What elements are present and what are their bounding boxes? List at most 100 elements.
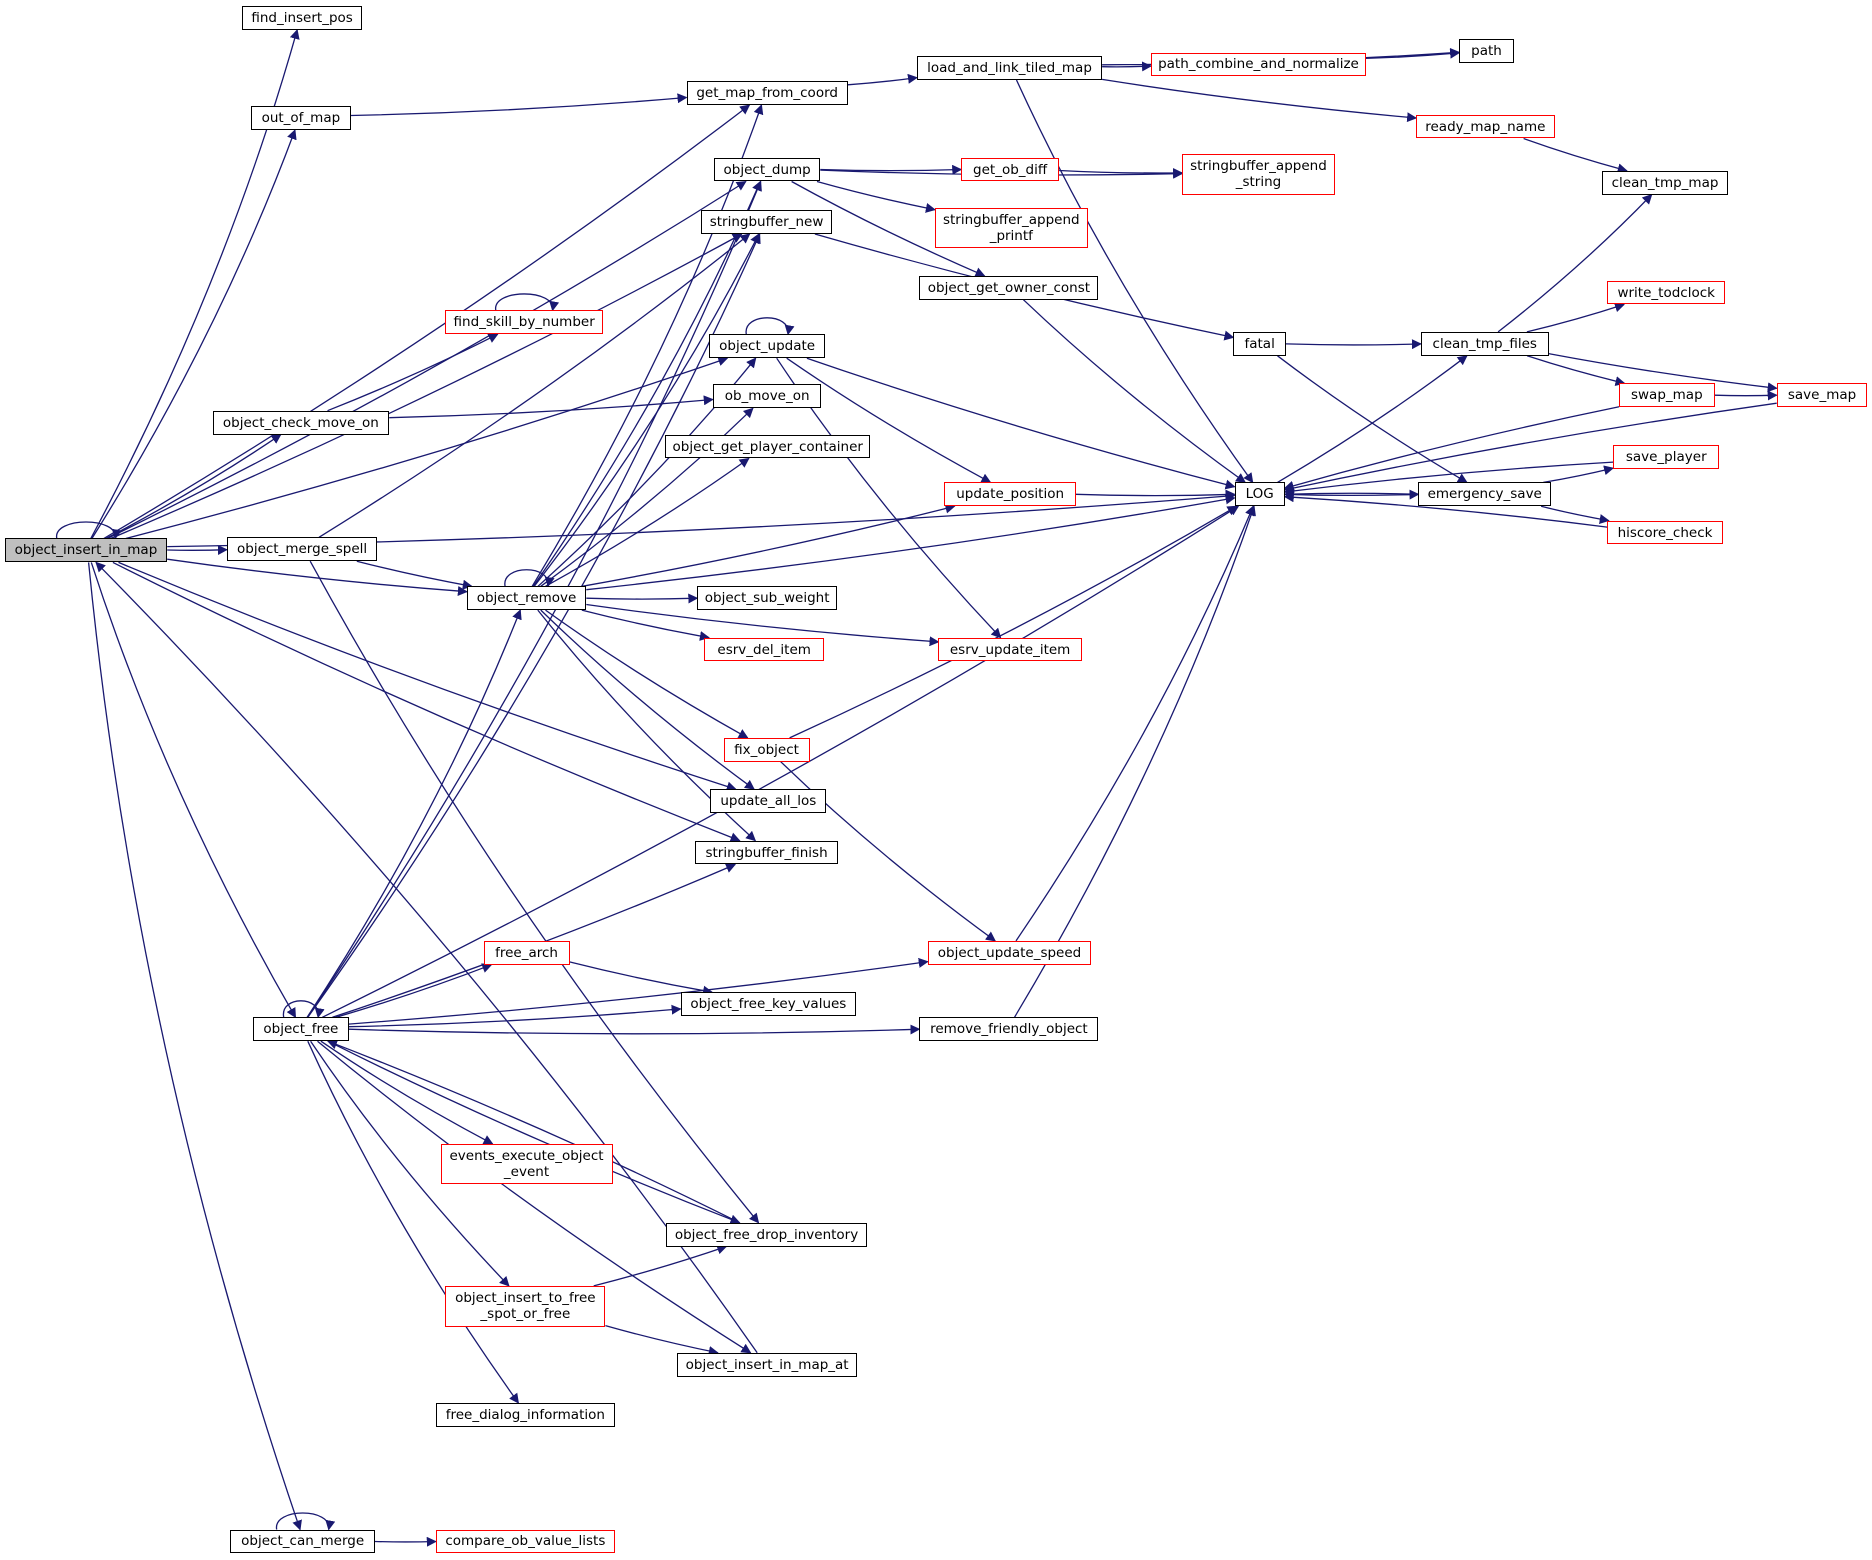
node-object-dump[interactable]: object_dump (714, 157, 821, 182)
edge-object_update-to-LOG (806, 357, 1236, 490)
node-events-execute-object-event[interactable]: events_execute_object _event (440, 1143, 613, 1185)
node-get-map-from-coord[interactable]: get_map_from_coord (686, 81, 848, 106)
node-emergency-save[interactable]: emergency_save (1418, 482, 1551, 507)
node-path-combine-and-normalize[interactable]: path_combine_and_normalize (1151, 52, 1366, 77)
node-free-arch[interactable]: free_arch (483, 940, 570, 965)
node-object-free-key-values[interactable]: object_free_key_values (680, 992, 857, 1017)
node-swap-map[interactable]: swap_map (1619, 383, 1715, 408)
node-save-map[interactable]: save_map (1776, 383, 1868, 408)
node-find-insert-pos[interactable]: find_insert_pos (242, 5, 362, 30)
node-ob-move-on[interactable]: ob_move_on (712, 384, 822, 409)
node-object-free-drop-inventory[interactable]: object_free_drop_inventory (666, 1222, 867, 1247)
node-ready-map-name[interactable]: ready_map_name (1416, 114, 1555, 139)
node-remove-friendly-object[interactable]: remove_friendly_object (919, 1017, 1099, 1042)
edge-object_insert_in_map-to-object_merge_spell (167, 545, 228, 556)
edge-out_of_map-to-get_map_from_coord (350, 93, 688, 117)
edge-object_free-to-free_dialog_information (307, 1040, 519, 1404)
node-object-get-player-container[interactable]: object_get_player_container (665, 434, 871, 459)
node-object-update-speed[interactable]: object_update_speed (927, 940, 1092, 965)
edge-fix_object-to-LOG (789, 505, 1238, 739)
edge-emergency_save-to-save_player (1543, 465, 1615, 484)
edge-object_insert_in_map-to-object_dump (107, 180, 747, 540)
node-clean-tmp-files[interactable]: clean_tmp_files (1420, 331, 1549, 356)
node-object-get-owner-const[interactable]: object_get_owner_const (919, 275, 1099, 300)
node-esrv-update-item[interactable]: esrv_update_item (938, 637, 1082, 662)
edge-object_free-to-remove_friendly_object (348, 1024, 921, 1035)
edge-object_remove-to-esrv_del_item (581, 609, 710, 641)
node-object-remove[interactable]: object_remove (466, 586, 587, 611)
edge-object_merge_spell-to-object_free_drop_inventory (309, 560, 760, 1224)
node-write-todclock[interactable]: write_todclock (1607, 280, 1726, 305)
edge-object_remove-to-fix_object (545, 609, 749, 739)
edge-object_insert_in_map-to-object_insert_in_map (56, 521, 122, 540)
edge-object_free-to-object_free_drop_inventory (327, 1040, 741, 1225)
node-get-ob-diff[interactable]: get_ob_diff (961, 157, 1060, 182)
edge-object_remove-to-ob_move_on (540, 407, 754, 587)
edge-object_insert_in_map-to-find_insert_pos (90, 28, 300, 539)
node-find-skill-by-number[interactable]: find_skill_by_number (445, 310, 603, 335)
node-object-update[interactable]: object_update (709, 334, 826, 359)
node-fix-object[interactable]: fix_object (723, 737, 810, 762)
edge-object_remove-to-object_remove (504, 569, 555, 588)
edge-object_update-to-update_position (786, 357, 992, 483)
node-esrv-del-item[interactable]: esrv_del_item (704, 637, 824, 662)
edge-load_and_link_tiled_map-to-ready_map_name (1101, 78, 1418, 123)
node-object-sub-weight[interactable]: object_sub_weight (697, 586, 837, 611)
edge-object_insert_in_map-to-object_check_move_on (105, 434, 282, 540)
node-object-insert-to-free-spot-or-free[interactable]: object_insert_to_free _spot_or_free (445, 1285, 606, 1327)
edge-load_and_link_tiled_map-to-path_combine_and_normalize (1102, 61, 1152, 72)
node-object-can-merge[interactable]: object_can_merge (230, 1529, 375, 1554)
edge-LOG-to-emergency_save (1284, 489, 1420, 500)
edge-object_update-to-object_update (745, 317, 795, 336)
edge-object_free-to-object_remove (306, 609, 522, 1018)
edge-find_skill_by_number-to-find_skill_by_number (495, 293, 560, 312)
edge-swap_map-to-save_map (1714, 390, 1778, 401)
edge-object_free-to-events_execute_object_event (320, 1040, 494, 1145)
edge-object_insert_in_map-to-object_update (125, 356, 729, 540)
edge-save_player-to-LOG (1283, 461, 1614, 496)
edge-object_free-to-object_update_speed (348, 957, 929, 1025)
edge-object_free-to-object_insert_to_free_spot_or_free (310, 1040, 510, 1287)
node-save-player[interactable]: save_player (1613, 445, 1720, 470)
node-stringbuffer-new[interactable]: stringbuffer_new (700, 210, 833, 235)
edge-object_insert_in_map_at-to-object_insert_in_map (95, 561, 758, 1354)
node-compare-ob-value-lists[interactable]: compare_ob_value_lists (435, 1529, 615, 1554)
node-stringbuffer-append-printf[interactable]: stringbuffer_append _printf (934, 207, 1088, 249)
edge-object_check_move_on-to-ob_move_on (389, 395, 714, 419)
edge-fix_object-to-object_update_speed (780, 761, 997, 942)
edge-object_free-to-LOG (322, 505, 1240, 1018)
edge-object_remove-to-esrv_update_item (586, 603, 940, 647)
node-free-dialog-information[interactable]: free_dialog_information (435, 1402, 615, 1427)
edge-object_remove-to-LOG (586, 494, 1236, 591)
edge-object_insert_in_map-to-object_can_merge (87, 562, 302, 1531)
edge-clean_tmp_files-to-write_todclock (1526, 302, 1625, 333)
node-clean-tmp-map[interactable]: clean_tmp_map (1602, 170, 1728, 195)
node-hiscore-check[interactable]: hiscore_check (1607, 520, 1723, 545)
node-object-check-move-on[interactable]: object_check_move_on (212, 410, 390, 435)
node-out-of-map[interactable]: out_of_map (250, 106, 352, 131)
node-fatal[interactable]: fatal (1233, 331, 1286, 356)
edge-object_free-to-object_free_key_values (348, 1004, 682, 1028)
edge-object_free-to-object_insert_in_map_at (317, 1040, 752, 1354)
edge-object_free_drop_inventory-to-object_free (327, 1039, 740, 1224)
node-object-free[interactable]: object_free (253, 1017, 349, 1042)
edge-path_combine_and_normalize-to-path (1365, 48, 1461, 59)
node-object-merge-spell[interactable]: object_merge_spell (226, 537, 378, 562)
node-update-all-los[interactable]: update_all_los (710, 789, 827, 814)
edge-object_insert_to_free_spot_or_free-to-object_free_drop_inventory (593, 1244, 728, 1287)
edge-object_can_merge-to-object_can_merge (276, 1512, 336, 1531)
node-object-insert-in-map-at[interactable]: object_insert_in_map_at (676, 1352, 858, 1377)
node-LOG[interactable]: LOG (1234, 482, 1285, 507)
node-load-and-link-tiled-map[interactable]: load_and_link_tiled_map (916, 56, 1103, 80)
edge-fatal-to-clean_tmp_files (1285, 339, 1422, 350)
node-stringbuffer-append-string[interactable]: stringbuffer_append _string (1182, 154, 1335, 195)
node-path[interactable]: path (1459, 39, 1514, 64)
edge-ready_map_name-to-clean_tmp_map (1523, 137, 1628, 174)
edge-object_insert_in_map-to-update_all_los (118, 561, 737, 792)
node-stringbuffer-finish[interactable]: stringbuffer_finish (694, 840, 839, 865)
edge-load_and_link_tiled_map-to-LOG (1015, 79, 1254, 484)
edge-clean_tmp_files-to-clean_tmp_map (1497, 193, 1653, 333)
node-update-position[interactable]: update_position (944, 482, 1076, 507)
edge-emergency_save-to-hiscore_check (1540, 505, 1610, 524)
node-object-insert-in-map[interactable]: object_insert_in_map (4, 538, 168, 563)
